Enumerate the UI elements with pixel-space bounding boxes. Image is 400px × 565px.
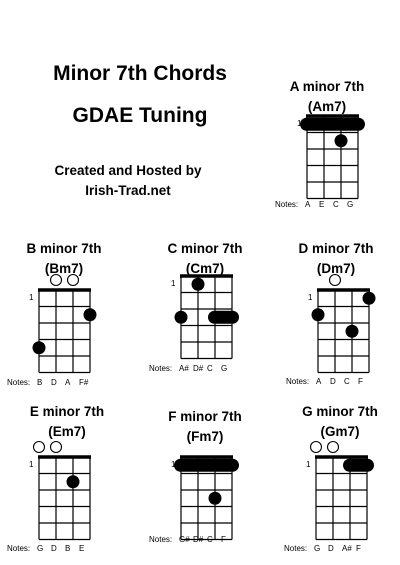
barre-marker — [343, 458, 374, 472]
chord-name: A minor 7th — [289, 79, 365, 94]
open-string-marker — [328, 273, 342, 287]
chord-note: A# — [342, 544, 352, 553]
open-string-marker — [309, 440, 323, 454]
fret-number: 1 — [297, 119, 302, 128]
chord-note: D — [51, 544, 57, 553]
chord-note: G# — [179, 535, 190, 544]
open-string-marker — [32, 440, 46, 454]
finger-dot — [345, 324, 359, 338]
notes-label: Notes: — [284, 544, 308, 553]
chord-note: C — [207, 535, 213, 544]
chord-note: D# — [193, 535, 204, 544]
notes-label: Notes: — [7, 544, 31, 553]
chord-name: G minor 7th — [302, 404, 378, 419]
chord-note: A# — [179, 364, 189, 373]
chord-note: E — [319, 200, 325, 209]
fret-number: 1 — [29, 293, 34, 302]
fret-number: 1 — [308, 293, 313, 302]
chord-note: F — [356, 544, 361, 553]
notes-label: Notes: — [286, 377, 310, 386]
notes-label: Notes: — [7, 378, 31, 387]
chord-name: B minor 7th — [26, 241, 102, 256]
chord-note: F# — [79, 378, 89, 387]
notes-label: Notes: — [275, 200, 299, 209]
finger-dot — [66, 475, 80, 489]
chord-abbreviation: (Dm7) — [316, 261, 356, 276]
chord-name: F minor 7th — [168, 409, 242, 424]
chord-note: F — [358, 377, 363, 386]
finger-dot — [191, 277, 205, 291]
finger-dot — [362, 291, 376, 305]
chord-name: E minor 7th — [29, 404, 105, 419]
chord-abbreviation: (Am7) — [307, 99, 347, 114]
chord-note: D — [51, 378, 57, 387]
open-string-marker — [326, 440, 340, 454]
finger-dot — [311, 308, 325, 322]
open-string-marker — [49, 440, 63, 454]
credit-site: Irish-Trad.net — [85, 183, 171, 198]
chord-name: D minor 7th — [298, 241, 374, 256]
finger-dot — [334, 134, 348, 148]
credit-line: Created and Hosted by — [54, 163, 202, 178]
chord-note: G — [347, 200, 354, 209]
finger-dot — [208, 491, 222, 505]
chord-note: F — [221, 535, 226, 544]
barre-marker — [174, 458, 239, 472]
chord-note: B — [65, 544, 71, 553]
finger-dot — [83, 308, 97, 322]
chord-abbreviation: (Bm7) — [44, 261, 84, 276]
chord-note: C — [344, 377, 350, 386]
finger-dot — [32, 341, 46, 355]
page-subtitle: GDAE Tuning — [72, 104, 208, 127]
chord-note: A — [316, 377, 322, 386]
chord-note: D — [330, 377, 336, 386]
fret-number: 1 — [171, 279, 176, 288]
chord-note: C — [207, 364, 213, 373]
open-string-marker — [49, 273, 63, 287]
fret-number: 1 — [29, 460, 34, 469]
barre-marker — [300, 117, 365, 131]
chord-abbreviation: (Em7) — [48, 424, 86, 439]
fret-number: 1 — [306, 460, 311, 469]
open-string-marker — [66, 273, 80, 287]
barre-marker — [208, 310, 239, 324]
chord-note: G — [314, 544, 321, 553]
chord-note: B — [37, 378, 43, 387]
chord-note: G — [37, 544, 44, 553]
notes-label: Notes: — [149, 535, 173, 544]
notes-label: Notes: — [149, 364, 173, 373]
chord-note: A — [65, 378, 71, 387]
fret-number: 1 — [171, 460, 176, 469]
chord-note: E — [79, 544, 85, 553]
finger-dot — [174, 310, 188, 324]
chord-note: G — [221, 364, 228, 373]
chord-note: D — [328, 544, 334, 553]
chord-abbreviation: (Fm7) — [186, 429, 224, 444]
chord-note: C — [333, 200, 339, 209]
chord-abbreviation: (Gm7) — [320, 424, 360, 439]
page-title: Minor 7th Chords — [53, 62, 227, 85]
chord-name: C minor 7th — [167, 241, 243, 256]
chord-note: A — [305, 200, 311, 209]
chord-note: D# — [193, 364, 204, 373]
chord-abbreviation: (Cm7) — [185, 261, 225, 276]
